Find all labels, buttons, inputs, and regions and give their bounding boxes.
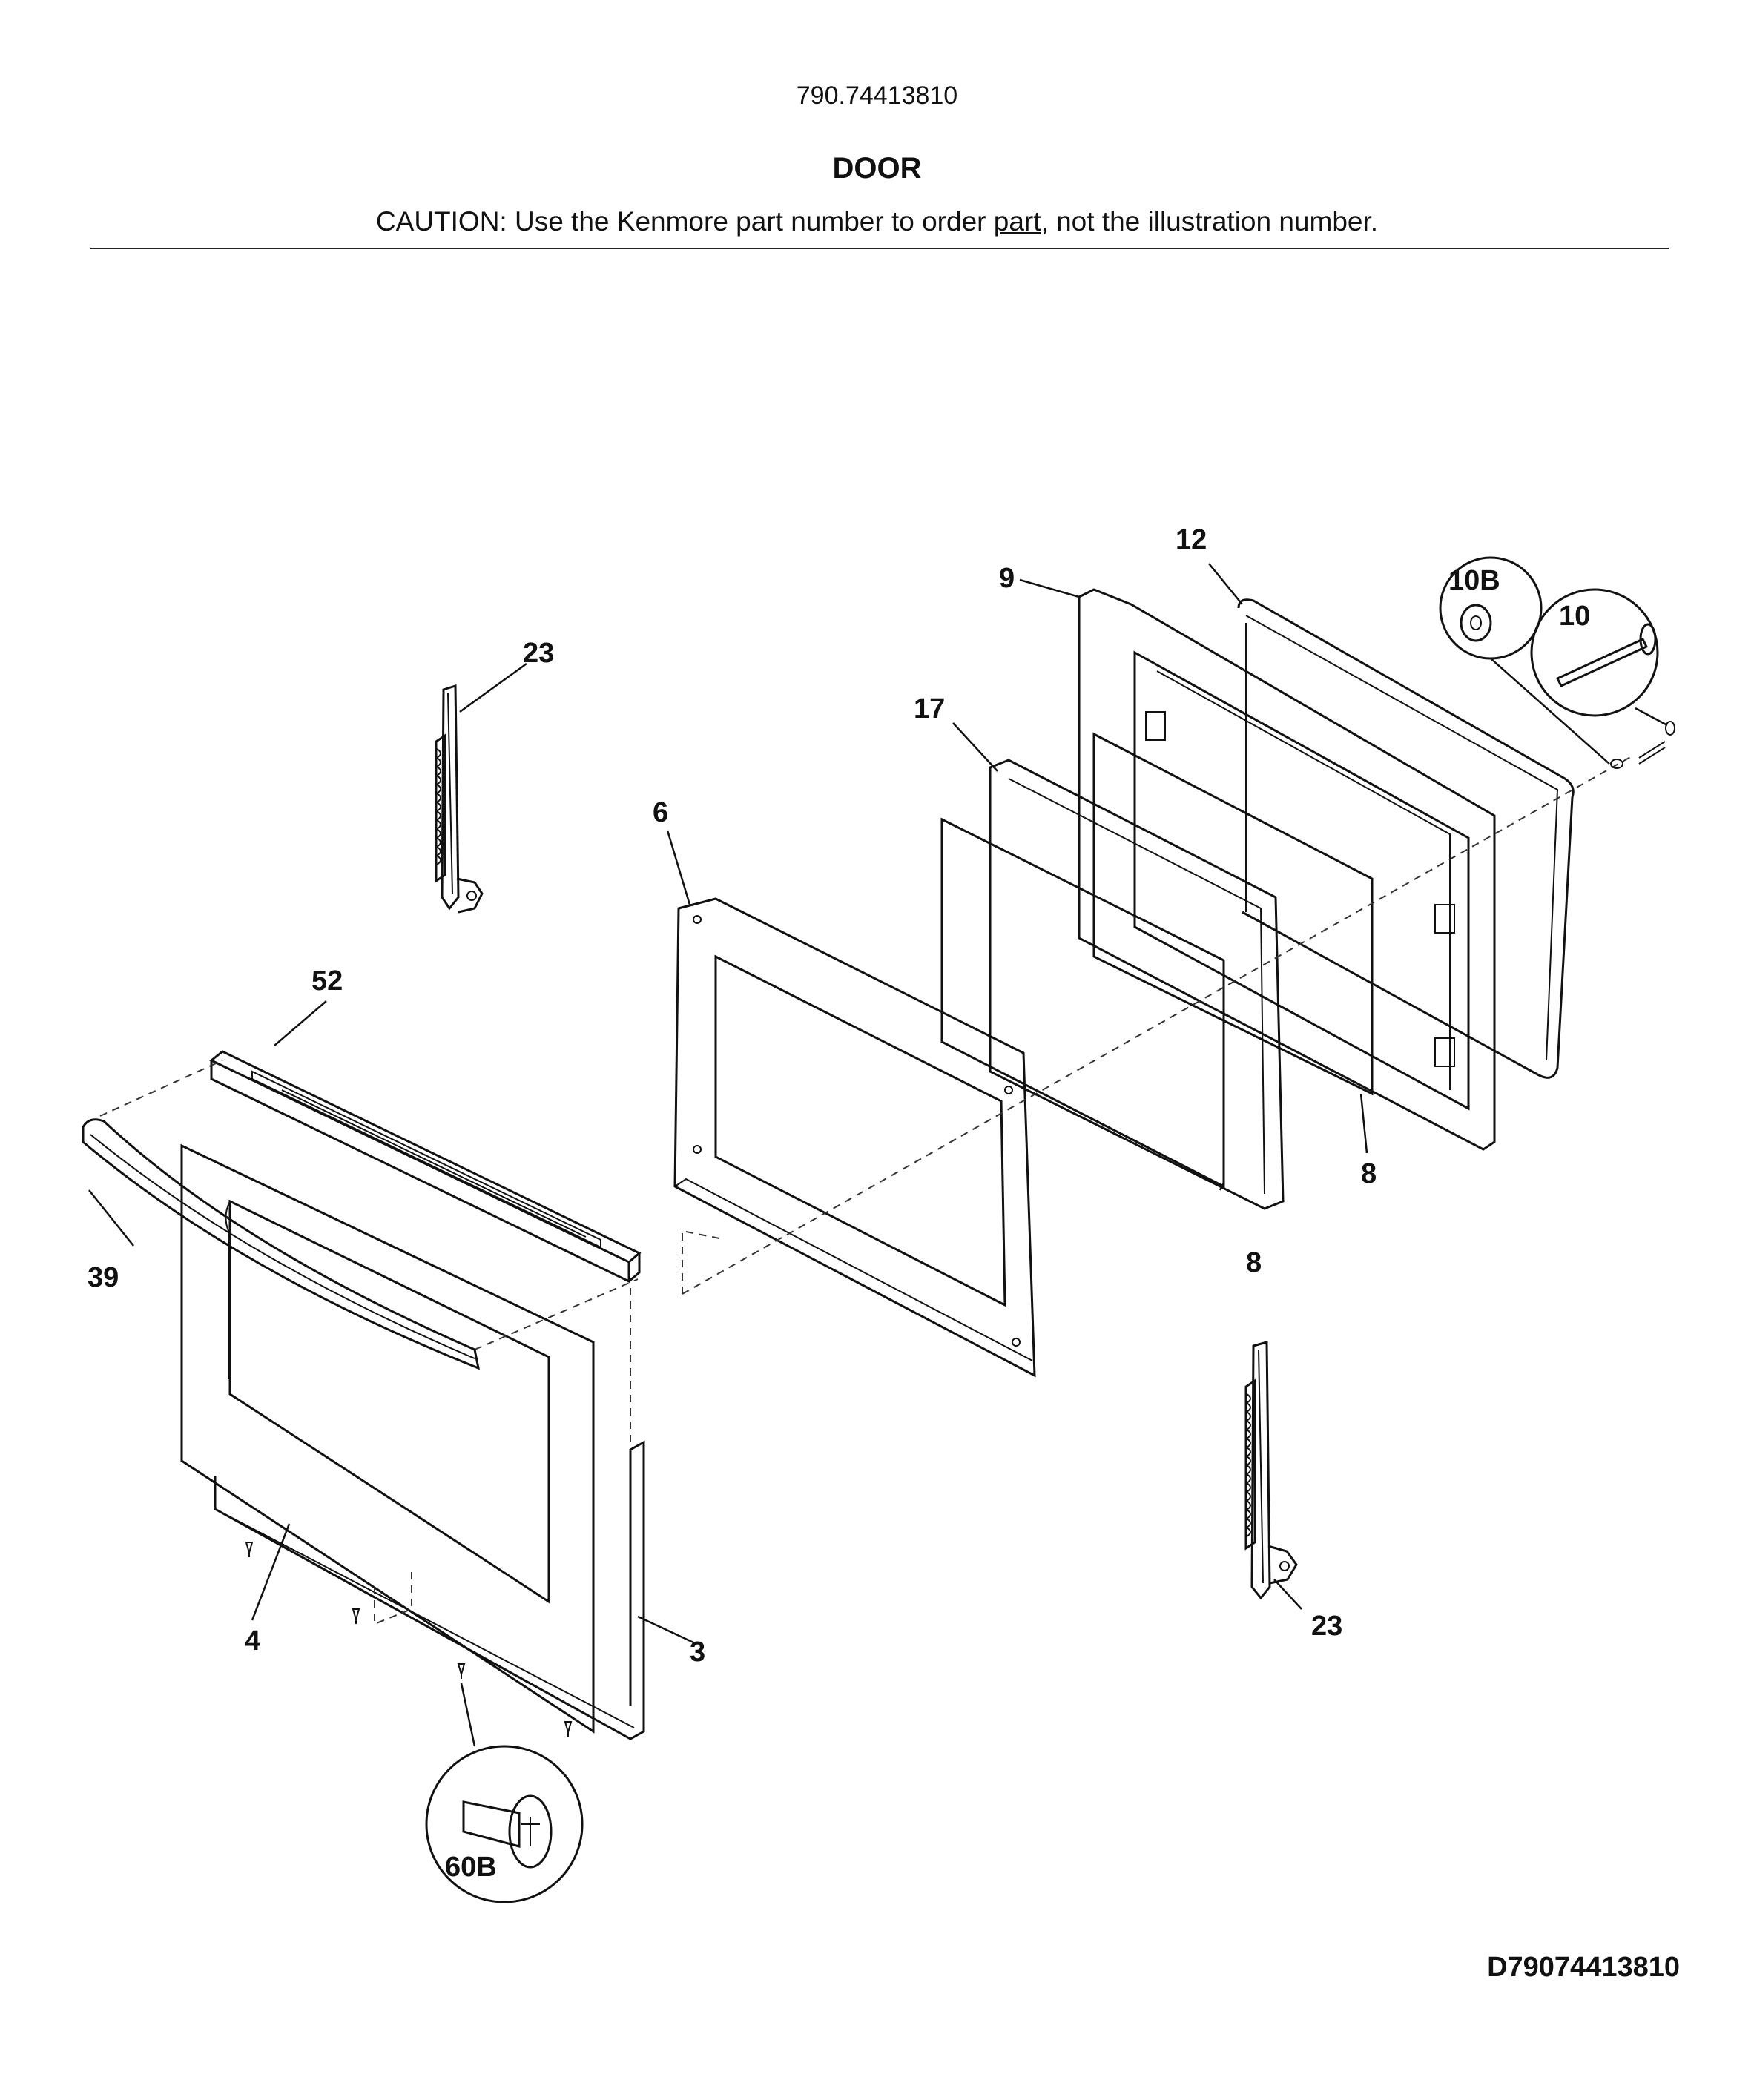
callout-23-top: 23	[523, 638, 554, 669]
caution-text: CAUTION: Use the Kenmore part number to …	[375, 206, 994, 237]
callout-4: 4	[245, 1625, 260, 1657]
bolt-assembly[interactable]	[1610, 721, 1675, 769]
glass-pack[interactable]	[989, 759, 1285, 1210]
header-rule	[90, 248, 1669, 249]
callout-39: 39	[88, 1262, 119, 1293]
callout-3: 3	[690, 1637, 705, 1668]
glass-panel-rear[interactable]	[1092, 732, 1374, 1096]
vent-trim[interactable]	[209, 1050, 642, 1284]
callout-8-front: 8	[1246, 1247, 1262, 1278]
glass-panel-front[interactable]	[940, 817, 1225, 1189]
inner-door-panel[interactable]	[1078, 588, 1496, 1151]
door-frame[interactable]	[214, 1440, 645, 1740]
hinge-right[interactable]	[1244, 1341, 1298, 1600]
callout-60B: 60B	[445, 1852, 497, 1883]
section-title: DOOR	[832, 152, 922, 185]
callout-10: 10	[1559, 601, 1590, 632]
bolt-detail[interactable]	[1530, 588, 1668, 727]
door-gasket[interactable]	[1237, 598, 1575, 1079]
caution-text-end: , not the illustration number.	[1041, 206, 1379, 237]
callout-12: 12	[1176, 524, 1207, 555]
alignment-lines	[99, 756, 1632, 1625]
callout-6: 6	[653, 797, 668, 828]
diagram-id: D79074413810	[1487, 1952, 1680, 1983]
leader-lines	[88, 563, 1368, 1644]
callout-8-rear: 8	[1361, 1158, 1377, 1189]
model-number: 790.74413810	[796, 82, 958, 110]
part-link[interactable]: part	[993, 206, 1041, 237]
outer-door-panel[interactable]	[180, 1143, 595, 1734]
callout-9: 9	[999, 563, 1015, 594]
door-handle[interactable]	[82, 1118, 481, 1370]
inner-glass-frame[interactable]	[673, 897, 1036, 1378]
callout-23-bottom: 23	[1311, 1611, 1342, 1642]
screw-detail[interactable]	[425, 1683, 584, 1903]
callout-17: 17	[914, 693, 945, 724]
hinge-left[interactable]	[435, 684, 484, 914]
washer-detail[interactable]	[1439, 556, 1610, 765]
screws	[245, 1542, 573, 1737]
caution-note: CAUTION: Use the Kenmore part number to …	[0, 206, 1754, 237]
callout-10B: 10B	[1448, 565, 1500, 596]
callout-52: 52	[311, 965, 343, 997]
